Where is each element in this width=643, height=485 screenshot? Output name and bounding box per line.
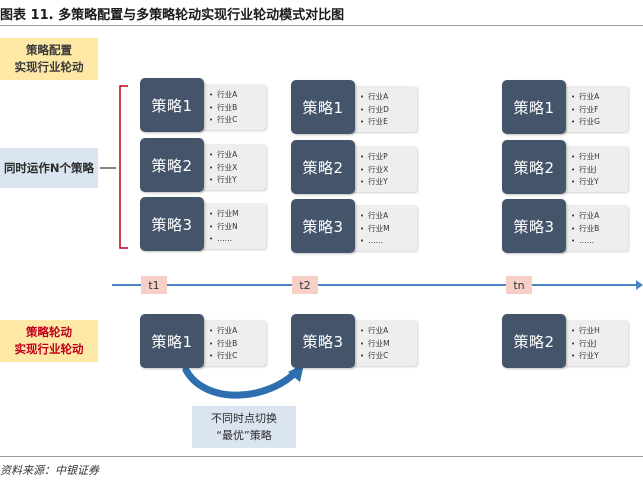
industry-item: 行业J [571, 164, 627, 177]
top-rule [0, 25, 643, 26]
strategy-chip: 策略2 [291, 140, 355, 194]
industry-item: 行业A [571, 210, 627, 223]
industry-item: 行业A [209, 89, 265, 102]
industry-list: 行业A 行业B 行业C [192, 320, 266, 366]
strategy-rotation-line2: 实现行业轮动 [14, 342, 84, 356]
strategy-card: 行业M 行业N …… 策略3 [140, 197, 266, 251]
strategy-config-line2: 实现行业轮动 [14, 60, 84, 74]
industry-item: 行业B [209, 338, 265, 351]
bottom-rule [0, 456, 643, 457]
strategy-card: 行业A 行业X 行业Y 策略2 [140, 138, 266, 192]
red-bracket [119, 85, 128, 249]
parallel-strategies-text: 同时运作N个策略 [3, 160, 95, 175]
strategy-chip: 策略1 [291, 80, 355, 134]
industry-item: 行业M [360, 338, 416, 351]
strategy-config-line1: 策略配置 [26, 43, 72, 57]
industry-list: 行业A 行业M …… [343, 205, 417, 251]
switch-strategy-line1: 不同时点切换 [211, 412, 277, 425]
strategy-chip: 策略3 [291, 314, 355, 368]
strategy-card: 行业A 行业M …… 策略3 [291, 199, 417, 253]
industry-item: 行业M [209, 208, 265, 221]
strategy-card: 行业P 行业X 行业Y 策略2 [291, 140, 417, 194]
industry-list: 行业H 行业J 行业Y [554, 146, 628, 192]
industry-item: 行业X [360, 164, 416, 177]
industry-item: 行业A [209, 149, 265, 162]
industry-item: …… [360, 235, 416, 248]
industry-item: 行业F [571, 104, 627, 117]
industry-item: 行业A [360, 210, 416, 223]
strategy-card: 行业A 行业D 行业E 策略1 [291, 80, 417, 134]
switch-arrow-head [288, 364, 304, 382]
industry-item: 行业N [209, 221, 265, 234]
strategy-rotation-label: 策略轮动 实现行业轮动 [0, 320, 98, 362]
strategy-rotation-line1: 策略轮动 [26, 325, 72, 339]
rotation-card: 行业A 行业B 行业C 策略1 [140, 314, 266, 368]
industry-list: 行业A 行业D 行业E [343, 86, 417, 132]
strategy-chip: 策略1 [140, 314, 204, 368]
industry-item: 行业Y [571, 350, 627, 363]
industry-item: 行业X [209, 162, 265, 175]
industry-item: 行业J [571, 338, 627, 351]
rotation-card: 行业A 行业M 行业C 策略3 [291, 314, 417, 368]
industry-item: 行业M [360, 223, 416, 236]
parallel-strategies-label: 同时运作N个策略 [0, 148, 98, 188]
industry-list: 行业M 行业N …… [192, 203, 266, 249]
industry-item: 行业A [360, 91, 416, 104]
industry-item: 行业E [360, 116, 416, 129]
strategy-chip: 策略3 [291, 199, 355, 253]
industry-item: 行业H [571, 325, 627, 338]
industry-item: 行业C [360, 350, 416, 363]
industry-list: 行业A 行业X 行业Y [192, 144, 266, 190]
industry-item: 行业A [360, 325, 416, 338]
industry-item: 行业A [571, 91, 627, 104]
strategy-config-label: 策略配置 实现行业轮动 [0, 38, 98, 80]
industry-item: 行业Y [360, 176, 416, 189]
industry-item: 行业Y [571, 176, 627, 189]
strategy-chip: 策略3 [140, 197, 204, 251]
industry-item: 行业G [571, 116, 627, 129]
rotation-card: 行业H 行业J 行业Y 策略2 [502, 314, 628, 368]
strategy-chip: 策略2 [502, 314, 566, 368]
industry-list: 行业P 行业X 行业Y [343, 146, 417, 192]
industry-item: 行业P [360, 151, 416, 164]
industry-item: 行业C [209, 114, 265, 127]
strategy-chip: 策略1 [140, 78, 204, 132]
figure-title: 图表 11. 多策略配置与多策略轮动实现行业轮动模式对比图 [0, 8, 345, 23]
industry-list: 行业H 行业J 行业Y [554, 320, 628, 366]
industry-list: 行业A 行业M 行业C [343, 320, 417, 366]
strategy-card: 行业A 行业B 行业C 策略1 [140, 78, 266, 132]
timeline-arrow-head [636, 280, 643, 290]
switch-arrow [182, 366, 302, 399]
industry-item: 行业B [209, 102, 265, 115]
industry-item: 行业A [209, 325, 265, 338]
timeline-label-t1: t1 [141, 276, 167, 294]
switch-strategy-label: 不同时点切换 “最优”策略 [192, 406, 296, 448]
industry-list: 行业A 行业B …… [554, 205, 628, 251]
industry-item: 行业Y [209, 174, 265, 187]
strategy-chip: 策略2 [502, 140, 566, 194]
industry-list: 行业A 行业B 行业C [192, 84, 266, 130]
strategy-card: 行业A 行业F 行业G 策略1 [502, 80, 628, 134]
industry-item: …… [209, 233, 265, 246]
strategy-card: 行业A 行业B …… 策略3 [502, 199, 628, 253]
industry-item: 行业C [209, 350, 265, 363]
industry-item: 行业D [360, 104, 416, 117]
strategy-chip: 策略3 [502, 199, 566, 253]
source-note: 资料来源：中银证券 [0, 464, 99, 477]
switch-strategy-line2: “最优”策略 [216, 429, 272, 442]
industry-list: 行业A 行业F 行业G [554, 86, 628, 132]
timeline-label-t2: t2 [292, 276, 318, 294]
timeline-label-tn: tn [506, 276, 532, 294]
industry-item: 行业B [571, 223, 627, 236]
strategy-chip: 策略2 [140, 138, 204, 192]
strategy-card: 行业H 行业J 行业Y 策略2 [502, 140, 628, 194]
industry-item: 行业H [571, 151, 627, 164]
industry-item: …… [571, 235, 627, 248]
strategy-chip: 策略1 [502, 80, 566, 134]
